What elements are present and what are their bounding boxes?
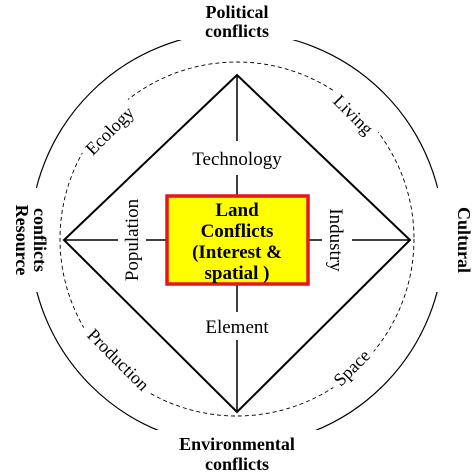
living-bg — [324, 84, 384, 144]
center-line-1: Land — [215, 200, 259, 221]
center-line-2: Conflicts — [201, 221, 274, 242]
production-bg — [77, 317, 161, 401]
ecology-label: Ecology — [81, 102, 138, 159]
political-label-line2: conflicts — [205, 21, 269, 41]
top-label-bg — [170, 0, 304, 40]
technology-label: Technology — [192, 149, 282, 170]
environmental-label-line1: Environmental — [179, 434, 295, 454]
center-box — [165, 194, 310, 286]
right-label-bg — [434, 188, 474, 292]
center-line-3: (Interest & — [192, 242, 282, 263]
dashed-circle — [59, 61, 415, 417]
production-label: Production — [83, 325, 153, 395]
center-line-4: spatial ) — [205, 263, 270, 284]
space-bg — [323, 339, 379, 395]
political-label-line1: Political — [206, 2, 269, 22]
resource-label: Resource conflicts — [12, 205, 50, 276]
cultural-label-line1: Cultural — [454, 207, 474, 273]
population-label: Population — [122, 198, 143, 281]
bottom-label-bg — [150, 430, 324, 474]
cultural-label: Cultural conflicts — [454, 207, 474, 273]
cultural-label-line2: conflicts — [472, 208, 474, 272]
resource-label-line1: Resource — [12, 205, 32, 276]
element-label: Element — [205, 317, 269, 338]
ecology-bg — [75, 96, 143, 164]
left-label-bg — [0, 188, 40, 292]
environmental-label-line2: conflicts — [205, 454, 269, 474]
resource-label-line2: conflicts — [30, 208, 50, 272]
industry-label: Industry — [325, 208, 346, 272]
